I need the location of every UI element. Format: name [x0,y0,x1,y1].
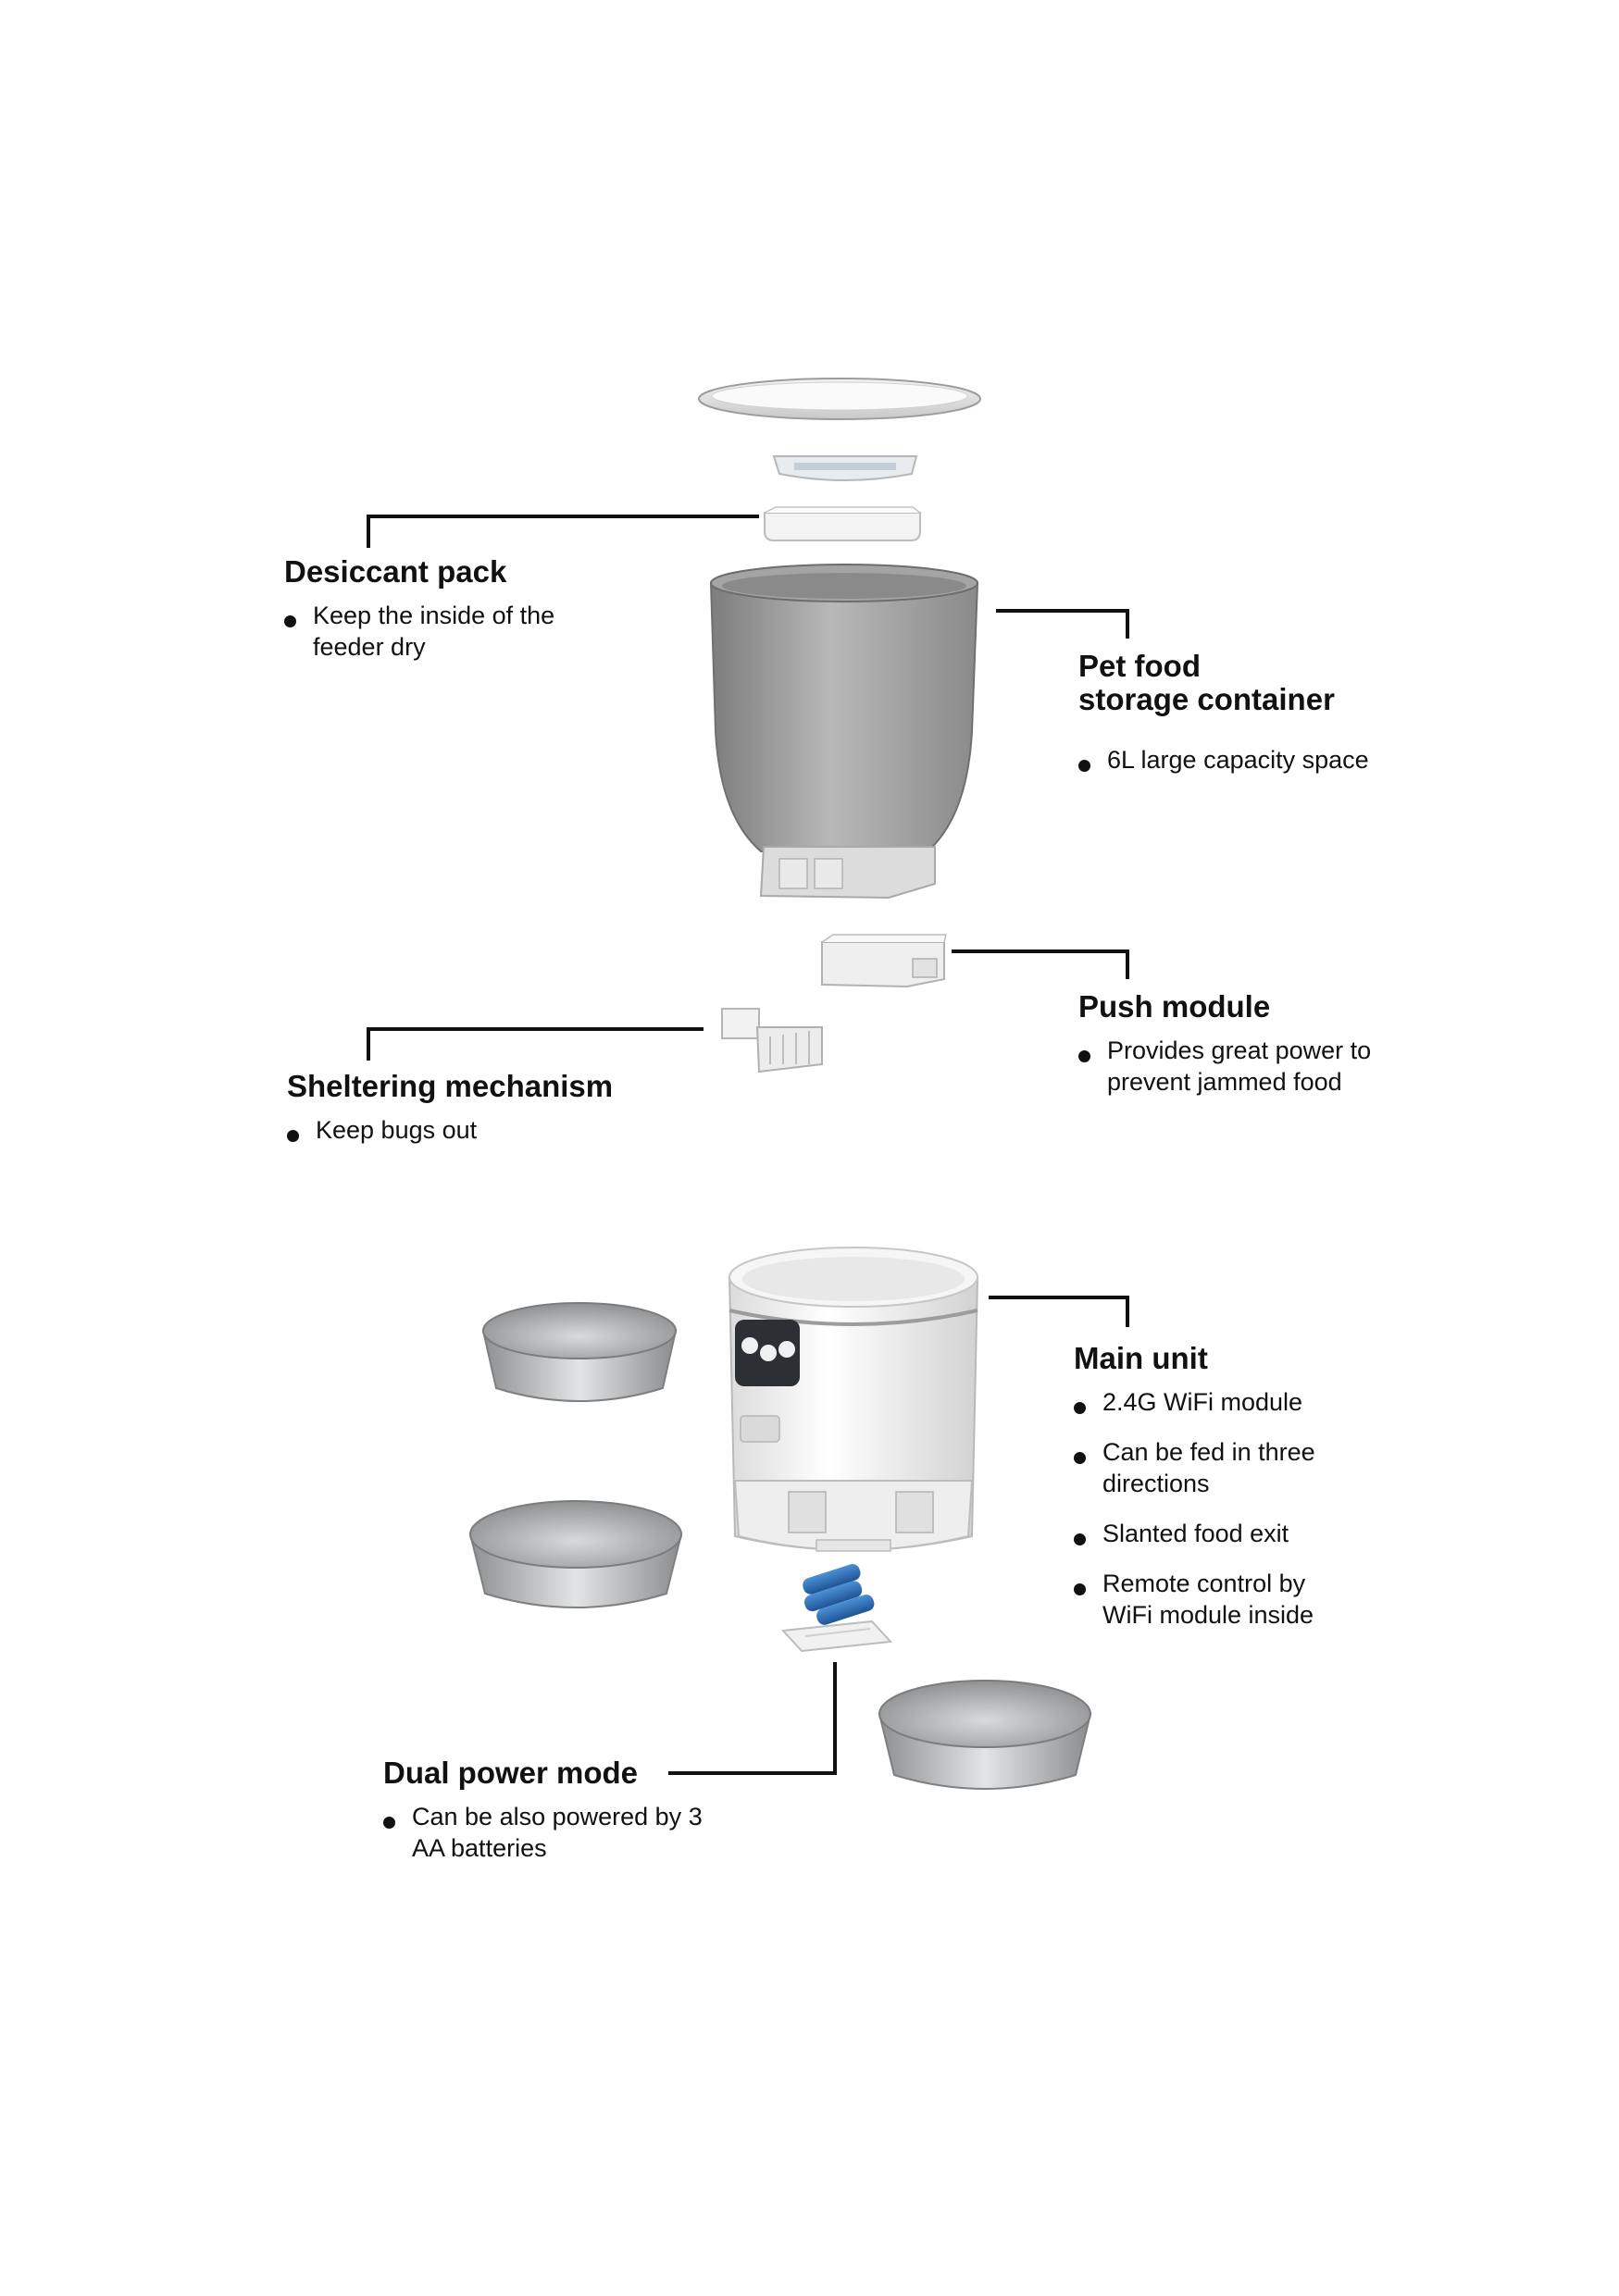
sheltering-mechanism-part [721,1008,823,1074]
lid-part [698,378,981,420]
callout-main-unit: Main unit 2.4G WiFi module Can be fed in… [1074,1342,1351,1649]
callout-container: Pet food storage container 6L large capa… [1078,650,1467,776]
aa-batteries-part [803,1564,875,1625]
callout-title: Main unit [1074,1341,1208,1375]
steel-bowl-2 [468,1500,683,1608]
leader-line-container [996,609,1129,639]
leader-line-desiccant [367,515,759,548]
bullet-item: Keep the inside of the feeder dry [284,600,590,663]
bullet-item: Provides great power to prevent jammed f… [1078,1035,1393,1098]
push-module-part [821,934,947,988]
callout-power: Dual power mode Can be also powered by 3… [383,1756,716,1864]
desiccant-box-part [772,455,918,481]
bullet-list: 2.4G WiFi module Can be fed in three dir… [1074,1386,1351,1631]
leader-line-push [952,949,1129,979]
bullet-list: Keep bugs out [287,1114,676,1146]
leader-line-power [668,1662,837,1775]
callout-sheltering: Sheltering mechanism Keep bugs out [287,1070,676,1146]
callout-title-line2: storage container [1078,682,1335,716]
callout-title-line1: Pet food [1078,649,1201,683]
bullet-item: Slanted food exit [1074,1518,1351,1549]
bullet-list: Can be also powered by 3 AA batteries [383,1801,716,1864]
bullet-item: Remote control by WiFi module inside [1074,1568,1351,1631]
leader-line-sheltering [367,1027,704,1061]
callout-title: Sheltering mechanism [287,1069,614,1103]
bullet-list: Provides great power to prevent jammed f… [1078,1035,1393,1098]
main-unit-part [728,1247,979,1552]
callout-desiccant: Desiccant pack Keep the inside of the fe… [284,555,590,663]
storage-container-part [709,564,979,900]
steel-bowl-1 [481,1302,678,1402]
callout-title: Dual power mode [383,1756,639,1790]
bullet-item: Can be fed in three directions [1074,1436,1351,1499]
bullet-list: Keep the inside of the feeder dry [284,600,590,663]
bullet-item: Keep bugs out [287,1114,676,1146]
callout-push: Push module Provides great power to prev… [1078,990,1393,1098]
bullet-item: 2.4G WiFi module [1074,1386,1351,1418]
bullet-item: Can be also powered by 3 AA batteries [383,1801,716,1864]
desiccant-tray-part [764,506,921,541]
callout-title: Push module [1078,989,1271,1024]
bullet-item: 6L large capacity space [1078,744,1467,776]
leader-line-main-unit [989,1296,1129,1327]
callout-title: Desiccant pack [284,554,507,589]
battery-cover-part [780,1620,893,1653]
bullet-list: 6L large capacity space [1078,744,1467,776]
steel-bowl-3 [878,1680,1092,1790]
